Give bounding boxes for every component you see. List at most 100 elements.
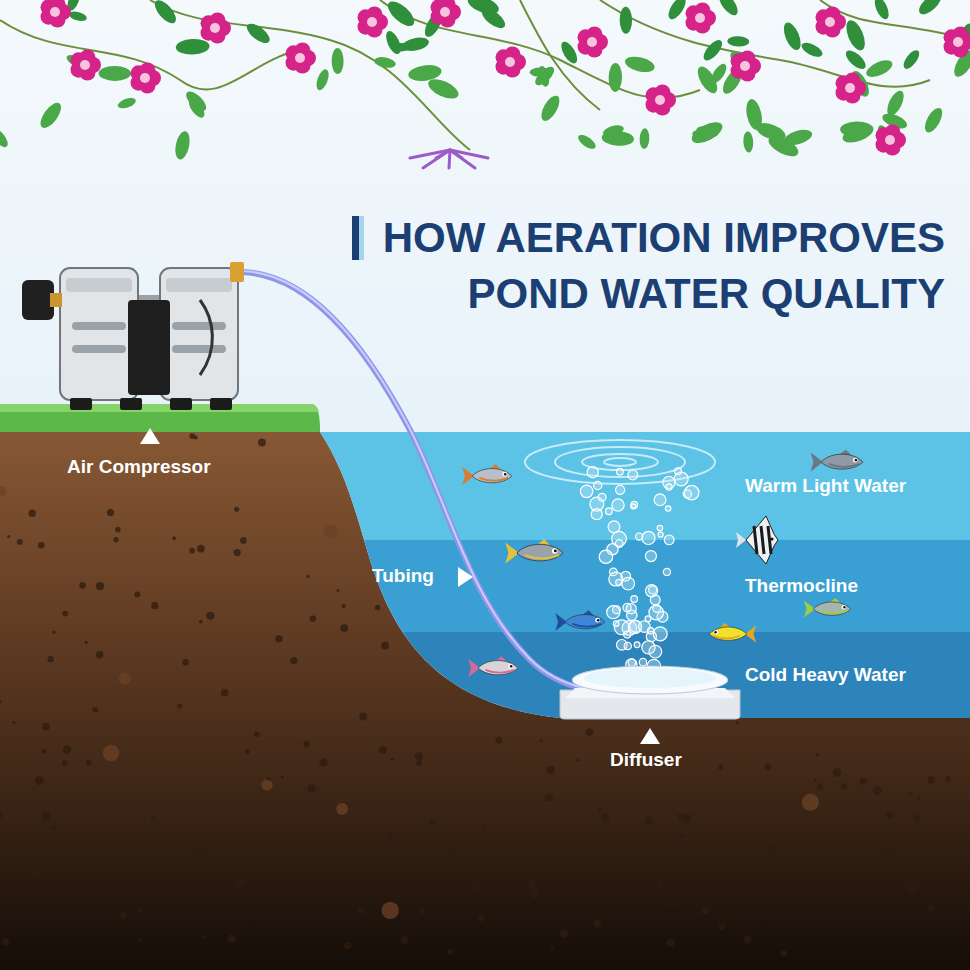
flower	[655, 95, 665, 105]
air-compressor	[166, 278, 232, 292]
leaf	[843, 18, 869, 53]
pebble	[344, 942, 351, 949]
flower	[496, 46, 526, 77]
drooping-flower	[450, 150, 488, 158]
air-compressor	[50, 293, 62, 307]
pebble	[119, 672, 131, 684]
pebble	[319, 758, 327, 766]
flower	[845, 83, 855, 93]
flower	[201, 12, 231, 43]
leaf	[840, 121, 873, 137]
pebble	[678, 813, 685, 820]
layer-label: Warm Light Water	[745, 474, 970, 498]
pebble	[240, 537, 247, 544]
pebble	[0, 700, 2, 703]
pebble	[885, 849, 892, 856]
flower	[578, 26, 608, 57]
pebble	[495, 737, 502, 744]
title-bar-accent	[359, 216, 364, 260]
pebble	[115, 527, 121, 533]
pebble	[780, 950, 787, 957]
pebble	[254, 732, 260, 738]
pebble	[928, 776, 935, 783]
pebble	[38, 542, 45, 549]
pebble	[381, 641, 389, 649]
pebble	[719, 923, 725, 929]
grass	[0, 404, 320, 432]
pebble	[26, 872, 30, 876]
air-compressor	[170, 398, 192, 410]
pebble	[189, 548, 195, 554]
air-compressor	[160, 268, 238, 400]
leaf	[716, 0, 742, 18]
leaf	[765, 132, 801, 160]
diagram-title: HOW AERATION IMPROVES POND WATER QUALITY	[345, 210, 945, 322]
leaf	[623, 54, 656, 75]
pebble	[375, 605, 380, 610]
leaf	[576, 132, 598, 151]
flower	[41, 0, 71, 28]
leaf	[173, 130, 192, 161]
air-compressor	[172, 345, 226, 353]
pebble	[35, 776, 44, 785]
pebble	[401, 936, 409, 944]
pebble	[474, 885, 481, 892]
leaf	[884, 88, 907, 118]
leaf	[689, 118, 726, 147]
leaf	[384, 0, 418, 30]
air-compressor	[22, 280, 54, 320]
pebble	[221, 869, 226, 874]
pebble	[523, 859, 529, 865]
flower	[131, 62, 161, 93]
pebble	[13, 721, 16, 724]
leaf	[373, 55, 396, 69]
pebble	[802, 794, 819, 811]
pebble	[7, 535, 10, 538]
air-compressor	[60, 268, 138, 400]
layer-label: Cold Heavy Water	[745, 663, 970, 687]
pebble	[527, 881, 535, 889]
pebble	[96, 582, 104, 590]
pebble	[94, 871, 99, 876]
pebble	[593, 920, 601, 928]
pebble	[833, 768, 842, 777]
air-compressor	[70, 398, 92, 410]
drooping-flower	[449, 150, 450, 168]
leaf	[608, 63, 622, 92]
pebble	[444, 865, 453, 874]
pebble	[151, 602, 158, 609]
pebble	[120, 912, 127, 919]
pebble	[199, 861, 208, 870]
pebble	[638, 859, 646, 867]
flower	[825, 17, 835, 27]
flower	[885, 135, 895, 145]
flower	[695, 13, 705, 23]
flower	[286, 42, 316, 73]
flower	[505, 57, 515, 67]
vine	[380, 0, 700, 98]
leaf	[530, 67, 550, 76]
pebble	[138, 907, 143, 912]
leaf	[37, 100, 65, 132]
pebble	[336, 589, 339, 592]
water-layer: Warm Light Water	[320, 432, 970, 540]
pebble	[47, 656, 53, 662]
pebble	[744, 936, 751, 943]
water-layer: Cold Heavy Water	[320, 632, 970, 718]
soil	[0, 415, 970, 970]
pebble	[245, 749, 250, 754]
air-compressor	[52, 295, 237, 305]
flower	[953, 37, 963, 47]
pebble	[873, 786, 881, 794]
pebble	[530, 891, 538, 899]
leaf	[244, 20, 273, 46]
leaf	[314, 68, 331, 92]
pebble	[547, 766, 555, 774]
part-label: Diffuser	[610, 748, 682, 772]
air-compressor	[210, 398, 232, 410]
grass-highlight	[0, 404, 319, 412]
air-compressor	[200, 300, 212, 375]
pebble	[416, 760, 422, 766]
